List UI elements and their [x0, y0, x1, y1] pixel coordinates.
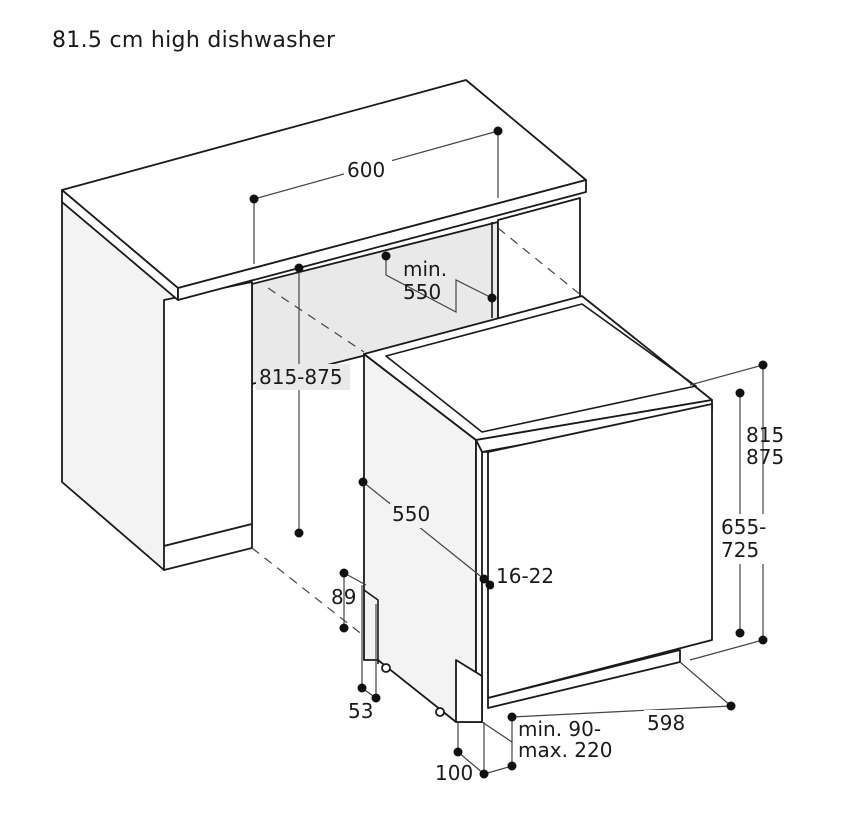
wheel-icon: [381, 663, 391, 673]
extension-line: [689, 639, 764, 661]
dashed-guide: [267, 287, 365, 353]
dimension-dot: [507, 761, 517, 771]
dimension-dots: [249, 126, 768, 779]
label-plinth-depth: 100: [435, 761, 473, 785]
label-niche-width: 600: [347, 158, 385, 182]
dishwasher-door: [487, 403, 713, 699]
label-background: [390, 502, 436, 528]
dimension-dot: [357, 683, 367, 693]
extension-line: [483, 765, 513, 775]
label-plinth-1: min. 90-: [518, 717, 601, 741]
label-background: [256, 364, 350, 390]
dashed-guide: [497, 227, 583, 297]
dimension-dot: [493, 126, 503, 136]
dimension-dot: [294, 528, 304, 538]
dimension-dot: [726, 701, 736, 711]
label-appliance-height-2: 875: [746, 445, 784, 469]
label-min-depth-2: 550: [403, 280, 441, 304]
extension-line: [689, 364, 764, 386]
dishwasher: [363, 295, 713, 723]
kitchen-cabinet: [61, 79, 587, 571]
dimension-dot: [735, 628, 745, 638]
dim-min-depth-line: [385, 256, 493, 313]
label-plinth-2: max. 220: [518, 738, 612, 762]
dimension-dot: [485, 580, 495, 590]
extension-line: [679, 661, 732, 707]
dimension-lines: [253, 130, 764, 775]
dimension-dot: [479, 574, 489, 584]
dashed-guide: [251, 547, 365, 637]
left-cabinet-front: [163, 281, 253, 547]
label-foot-height: 89: [331, 585, 356, 609]
dimension-dot: [487, 293, 497, 303]
label-niche-height: 815-875: [259, 365, 343, 389]
dimension-dot: [735, 388, 745, 398]
label-background: [644, 710, 692, 736]
guide-lines: [251, 227, 583, 637]
foot-recess: [363, 589, 379, 664]
dimension-dot: [339, 623, 349, 633]
label-background: [718, 514, 770, 564]
dimension-dot: [358, 477, 368, 487]
dim-appliance-width-line: [511, 705, 732, 718]
label-appliance-depth: 550: [392, 502, 430, 526]
dimension-dot: [294, 263, 304, 273]
label-door-height-2: 725: [721, 538, 759, 562]
label-background: [344, 156, 392, 182]
dimension-dot: [507, 712, 517, 722]
label-appliance-width: 598: [647, 711, 685, 735]
diagram-title: 81.5 cm high dishwasher: [52, 28, 336, 53]
dishwasher-top-inset: [385, 303, 697, 433]
dimension-dot: [371, 693, 381, 703]
dimension-dot: [479, 769, 489, 779]
extension-line: [457, 751, 485, 775]
dimension-dot: [758, 360, 768, 370]
label-door-height-1: 655-: [721, 515, 766, 539]
label-appliance-height-1: 815: [746, 423, 784, 447]
dimension-labels: 600 min. 550 815-875 815 875 655- 725 55…: [256, 156, 784, 785]
label-min-depth-1: min.: [403, 257, 447, 281]
dimension-dot: [381, 251, 391, 261]
dim-appliance-depth-line: [362, 481, 485, 580]
label-foot-offset: 53: [348, 699, 373, 723]
label-background: [494, 564, 560, 590]
worktop-front-edge: [177, 179, 587, 301]
dimension-dot: [339, 568, 349, 578]
dimension-dot: [453, 747, 463, 757]
wheel-icon: [435, 707, 445, 717]
label-door-thickness: 16-22: [496, 564, 554, 588]
extension-line: [481, 721, 513, 743]
dimension-dot: [758, 635, 768, 645]
dimension-dot: [249, 194, 259, 204]
